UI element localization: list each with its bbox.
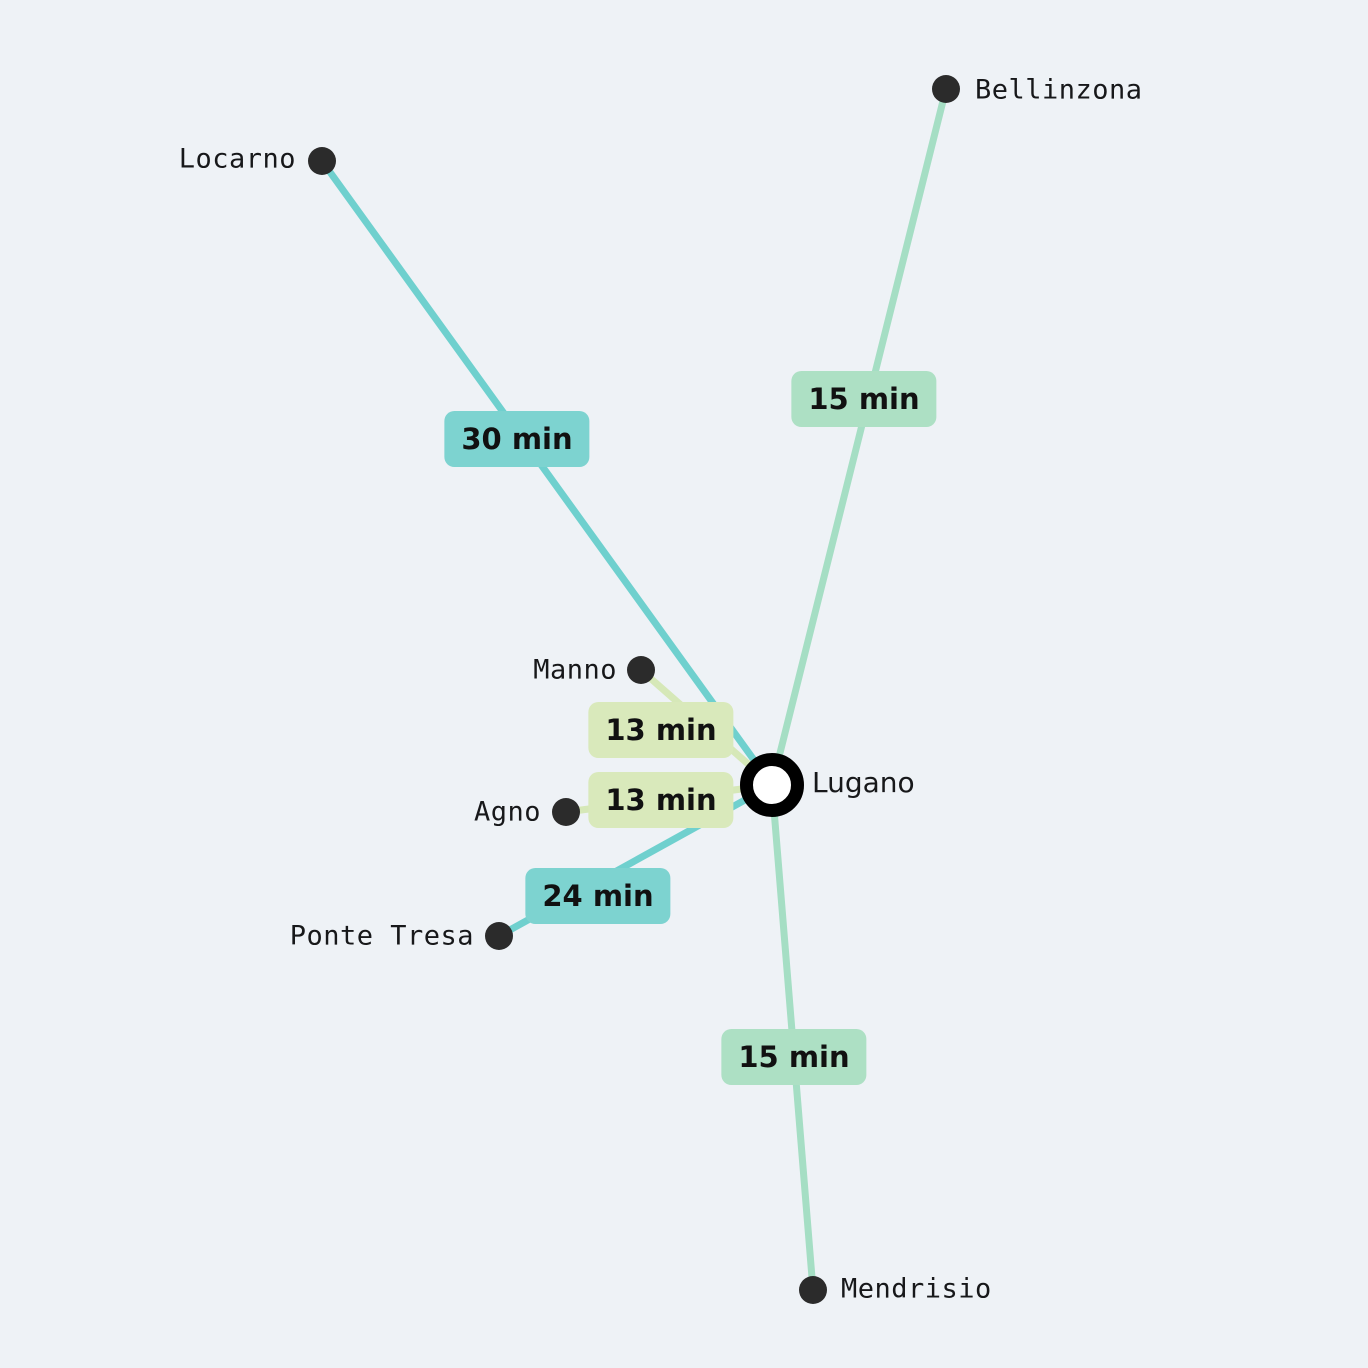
node-label-agno: Agno: [473, 796, 541, 828]
node-label-bellinzona: Bellinzona: [975, 74, 1143, 106]
badge-manno[interactable]: 13 min: [588, 702, 734, 758]
edge-lugano-bellinzona: [768, 85, 950, 789]
badge-ponte-tresa[interactable]: 24 min: [525, 868, 671, 924]
hub-node-lugano[interactable]: [740, 753, 804, 817]
node-dot-agno[interactable]: [552, 798, 580, 826]
node-dot-bellinzona[interactable]: [932, 75, 960, 103]
hub-label-lugano: Lugano: [812, 766, 915, 799]
badge-locarno[interactable]: 30 min: [444, 411, 590, 467]
node-dot-locarno[interactable]: [308, 147, 336, 175]
badge-bellinzona[interactable]: 15 min: [791, 371, 937, 427]
edge-lugano-locarno: [318, 157, 776, 789]
badge-agno[interactable]: 13 min: [588, 772, 734, 828]
node-label-locarno: Locarno: [178, 143, 296, 175]
node-dot-ponte-tresa[interactable]: [485, 922, 513, 950]
node-label-ponte-tresa: Ponte Tresa: [289, 920, 474, 952]
node-label-manno: Manno: [533, 654, 617, 686]
node-label-mendrisio: Mendrisio: [841, 1273, 992, 1305]
badge-mendrisio[interactable]: 15 min: [721, 1029, 867, 1085]
node-dot-manno[interactable]: [627, 656, 655, 684]
node-dot-mendrisio[interactable]: [799, 1276, 827, 1304]
